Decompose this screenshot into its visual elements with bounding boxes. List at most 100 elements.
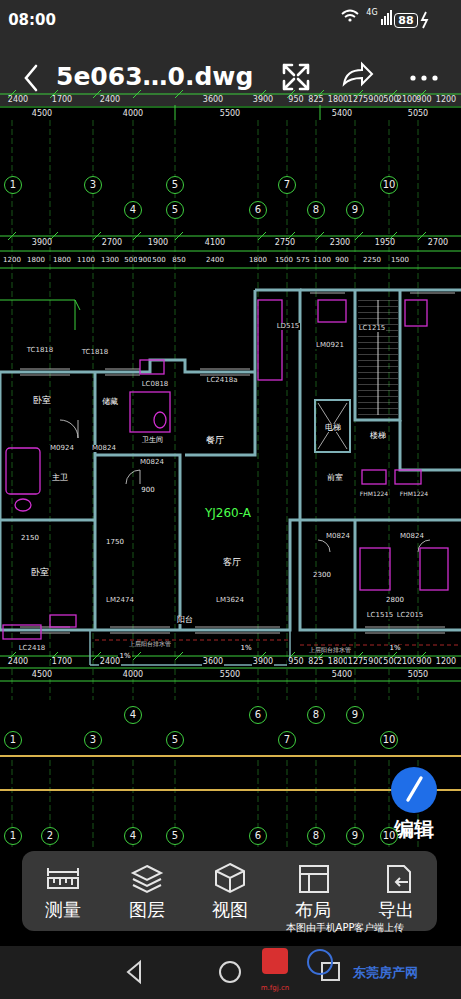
cad-label: 电梯	[324, 424, 342, 432]
cad-label: 2400	[100, 96, 120, 104]
cad-label: 储藏	[101, 398, 119, 406]
node-text: 4	[130, 205, 136, 215]
node-text: 测量	[45, 901, 81, 919]
cad-label: 3900	[252, 658, 274, 666]
battery-indicator: 88	[394, 13, 417, 28]
node-text: 视图	[212, 901, 248, 919]
cad-label: 5500	[219, 110, 241, 118]
grid-bubble: 4	[124, 706, 142, 724]
cad-label: 2100	[397, 96, 417, 104]
grid-bubble: 1	[4, 827, 22, 845]
cad-label: 1275	[348, 96, 368, 104]
cad-label: LM2474	[105, 597, 135, 604]
cad-label: 5050	[407, 110, 429, 118]
node-text: 2	[47, 831, 53, 841]
cad-label: 4000	[122, 671, 144, 679]
cad-label: m.fgj.cn	[261, 985, 289, 992]
cad-label: 2400	[99, 658, 121, 666]
node-text: 5	[172, 831, 178, 841]
node-text: 6	[255, 710, 261, 720]
cad-label: 1800	[327, 658, 349, 666]
grid-bubble: 7	[278, 176, 296, 194]
cad-label: 900	[140, 487, 155, 494]
cad-label: 阳台	[176, 616, 194, 624]
cad-label: 卫生间	[141, 437, 164, 444]
grid-bubble: 9	[346, 827, 364, 845]
cad-label: M0824	[91, 445, 117, 452]
node-text: 5	[172, 205, 178, 215]
grid-bubble: 8	[307, 706, 325, 724]
cad-label: 1100	[76, 257, 96, 264]
cad-label: 825	[307, 658, 324, 666]
toolbar-button: 导出	[378, 901, 414, 919]
grid-bubble: 7	[278, 731, 296, 749]
cad-label: 500	[383, 96, 398, 104]
cad-label: 2150	[20, 535, 40, 542]
node-text: 8	[313, 710, 319, 720]
cad-label: 卧室	[32, 396, 52, 405]
cad-label: M0824	[399, 533, 425, 540]
cad-label: 1100	[312, 257, 332, 264]
grid-bubble: 6	[249, 827, 267, 845]
cad-label: 1200	[2, 257, 22, 264]
cad-label: 3900	[31, 239, 53, 247]
cad-label: 5050	[407, 671, 429, 679]
file-title: 5e063…0.dwg	[56, 64, 253, 89]
grid-bubble: 1	[4, 176, 22, 194]
cad-label: 2400	[7, 658, 29, 666]
cad-label: 3900	[253, 96, 273, 104]
node-text: 10	[383, 180, 396, 190]
cad-label: 上层阳台排水管	[308, 647, 352, 653]
node-text: 4	[130, 831, 136, 841]
cad-label: M0824	[325, 533, 351, 540]
node-text: 8	[313, 831, 319, 841]
toolbar-button: 图层	[129, 901, 165, 919]
toolbar-button: 布局	[295, 901, 331, 919]
node-text: 导出	[378, 901, 414, 919]
cad-label: M0924	[49, 445, 75, 452]
cad-label: LC2418a	[206, 377, 239, 384]
grid-bubble: 10	[380, 827, 399, 846]
node-text: 1	[10, 831, 16, 841]
node-text: 7	[284, 180, 290, 190]
cad-label: 900	[368, 96, 383, 104]
node-text: 布局	[295, 901, 331, 919]
grid-bubble: 3	[84, 731, 102, 749]
cad-label: 950	[288, 96, 303, 104]
cad-label: 5400	[331, 671, 353, 679]
node-text: 图层	[129, 901, 165, 919]
cad-label: 950	[287, 658, 304, 666]
status-text: 08:00	[8, 13, 56, 28]
grid-bubble: 6	[249, 706, 267, 724]
cad-label: 1700	[51, 658, 73, 666]
cad-label: 5400	[331, 110, 353, 118]
node-text: 5	[172, 180, 178, 190]
cad-label: M0824	[139, 459, 165, 466]
cad-label: 4500	[31, 671, 53, 679]
cad-label: 500	[151, 257, 166, 264]
cad-label: 1800	[52, 257, 72, 264]
node-text: 88	[398, 15, 413, 26]
node-text: 1	[10, 180, 16, 190]
node-text: 1	[10, 735, 16, 745]
grid-bubble: 5	[166, 731, 184, 749]
grid-bubble: 5	[166, 201, 184, 219]
node-text: 9	[352, 831, 358, 841]
grid-bubble: 8	[307, 827, 325, 845]
cad-label: 1%	[388, 645, 401, 652]
node-text: 4	[130, 710, 136, 720]
node-text: 3	[90, 180, 96, 190]
cad-label: 1800	[328, 96, 348, 104]
cad-label: 1800	[248, 257, 268, 264]
cad-label: LC2418	[18, 645, 47, 652]
grid-bubble: 3	[84, 176, 102, 194]
toolbar-button: 测量	[45, 901, 81, 919]
cad-label: 1%	[239, 645, 252, 652]
cad-label: 2300	[312, 572, 332, 579]
cad-label: 5500	[219, 671, 241, 679]
cad-label: LC1215	[358, 325, 387, 332]
grid-bubble: 10	[380, 176, 399, 195]
grid-bubble: 8	[307, 201, 325, 219]
grid-bubble: 1	[4, 731, 22, 749]
